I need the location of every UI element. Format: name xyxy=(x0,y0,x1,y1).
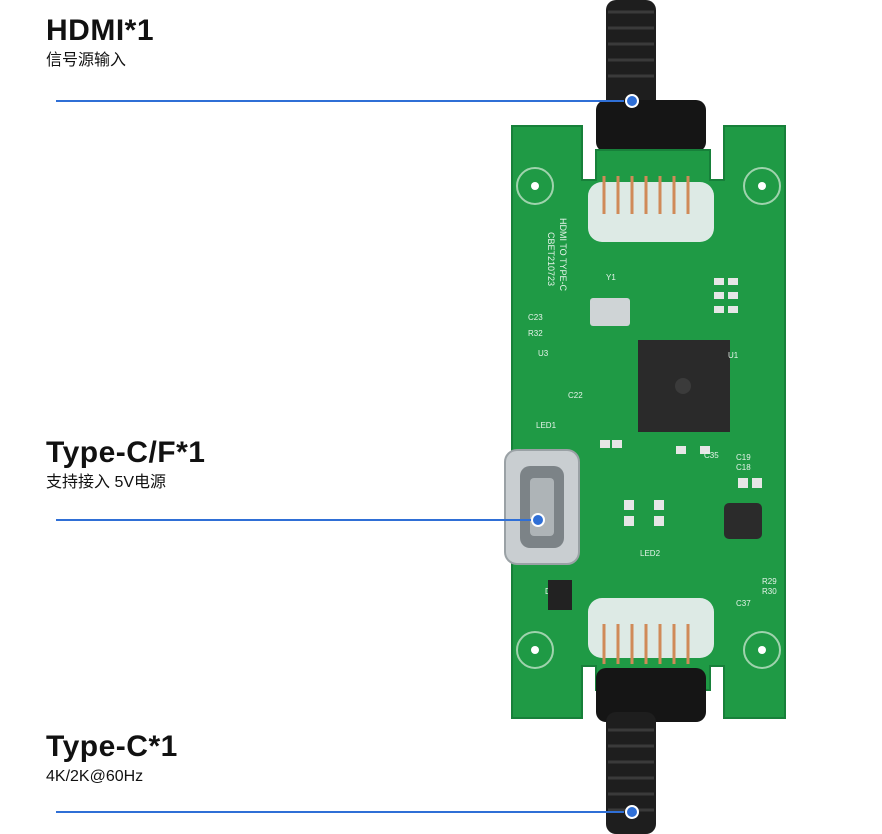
callout-title: Type-C*1 xyxy=(46,730,178,763)
pcb-board: HDMI TO TYPE-C CBET210723 Y1 C23 R32 C22… xyxy=(504,125,786,719)
silk-label: Y1 xyxy=(606,273,616,282)
silk-code: CBET210723 xyxy=(546,232,556,286)
callout-dot xyxy=(531,513,545,527)
callout-hdmi: HDMI*1 信号源输入 xyxy=(46,16,154,70)
silk-label: R29 xyxy=(762,577,777,586)
typec-port xyxy=(504,449,580,565)
silk-label: R32 xyxy=(528,329,543,338)
callout-subtitle: 支持接入 5V电源 xyxy=(46,474,167,491)
silk-label: C22 xyxy=(568,391,583,400)
silk-label: R30 xyxy=(762,587,777,596)
callout-dot xyxy=(625,94,639,108)
callout-line xyxy=(56,519,532,521)
callout-line xyxy=(56,100,624,102)
callout-typec: Type-C*1 4K/2K@60Hz xyxy=(46,732,178,786)
silk-label: C37 xyxy=(736,599,751,608)
silk-title: HDMI TO TYPE-C xyxy=(558,218,568,292)
silk-label: U3 xyxy=(538,349,549,358)
silk-label: C18 xyxy=(736,463,751,472)
silk-label: U1 xyxy=(728,351,739,360)
typec-cable xyxy=(596,668,706,834)
callout-line xyxy=(56,811,624,813)
callout-typec-f: Type-C/F*1 支持接入 5V电源 xyxy=(46,438,205,492)
callout-dot xyxy=(625,805,639,819)
callout-subtitle: 4K/2K@60Hz xyxy=(46,768,144,785)
callout-subtitle: 信号源输入 xyxy=(46,52,127,69)
silk-label: LED2 xyxy=(640,549,661,558)
callout-title: Type-C/F*1 xyxy=(46,436,206,469)
callout-title: HDMI*1 xyxy=(46,14,155,47)
silk-label: C19 xyxy=(736,453,751,462)
silk-label: C35 xyxy=(704,451,719,460)
hdmi-cable xyxy=(596,0,706,152)
silk-label: C23 xyxy=(528,313,543,322)
silk-label: LED1 xyxy=(536,421,557,430)
